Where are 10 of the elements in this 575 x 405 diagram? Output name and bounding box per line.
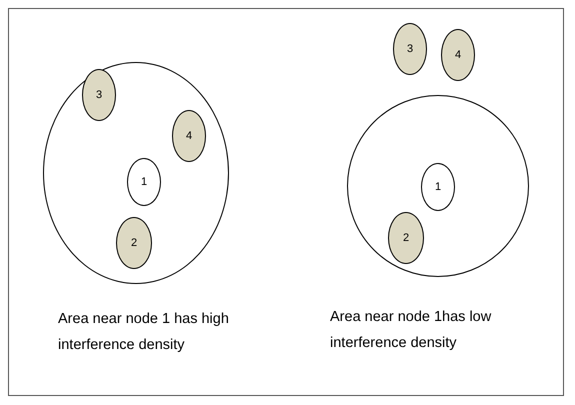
caption-text: Area near node 1 has high interference density xyxy=(58,310,230,355)
node-ellipse: 1 xyxy=(421,163,455,211)
node-ellipse: 3 xyxy=(82,69,116,121)
node-ellipse: 4 xyxy=(441,29,475,81)
node-ellipse: 2 xyxy=(388,212,424,264)
node-ellipse: 4 xyxy=(172,110,206,162)
node-ellipse: 2 xyxy=(116,217,152,269)
caption-text: Area near node 1has low interference density xyxy=(330,308,492,353)
node-ellipse: 3 xyxy=(393,23,427,75)
node-ellipse: 1 xyxy=(127,158,161,206)
